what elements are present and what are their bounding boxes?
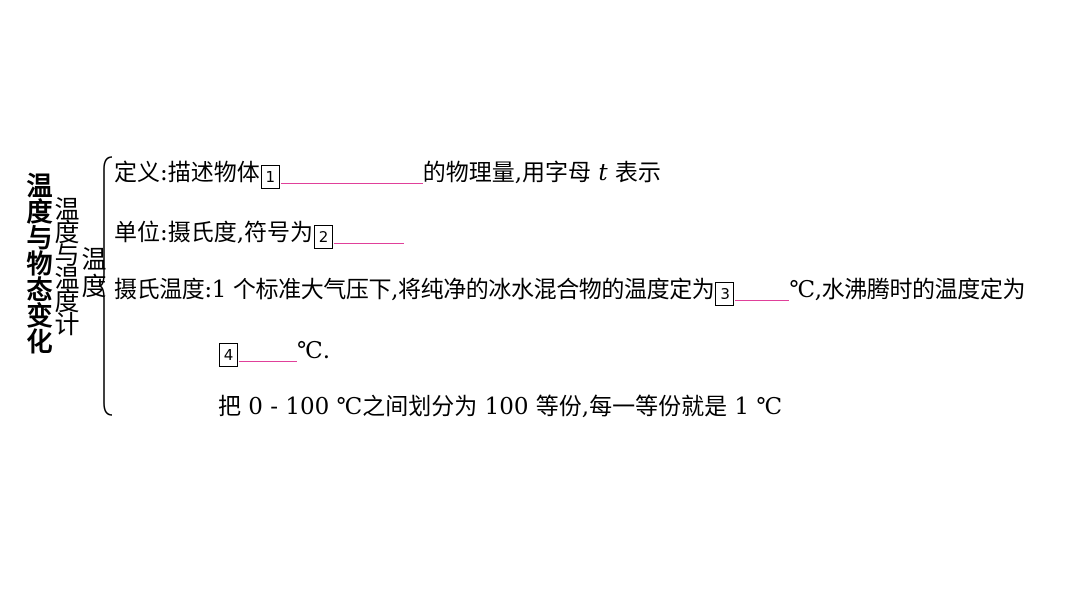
unit-lead: 单位:摄氏度,符号为: [114, 220, 314, 246]
definition-lead: 定义:描述物体: [114, 160, 260, 186]
celsius-mid: ℃,水沸腾时的温度定为: [789, 277, 1026, 303]
answer-box-3: 3: [715, 282, 735, 306]
definition-after: 的物理量,用字母: [422, 160, 599, 186]
division-line: 把 0 - 100 ℃之间划分为 100 等份,每一等份就是 1 ℃: [218, 394, 783, 420]
subtopic-label: 温度与温度计: [51, 196, 80, 334]
celsius-lead: 摄氏温度:1 个标准大气压下,将纯净的冰水混合物的温度定为: [114, 277, 715, 303]
main-topic-label: 温度与物态变化: [22, 172, 52, 354]
blank-1[interactable]: [280, 159, 423, 184]
definition-tail: 表示: [607, 160, 661, 186]
answer-box-4: 4: [219, 343, 238, 367]
answer-box-2: 2: [314, 225, 334, 249]
celsius-cont-tail: ℃.: [297, 338, 331, 364]
curly-brace: [98, 156, 113, 416]
variable-t: t: [598, 160, 608, 186]
blank-3[interactable]: [735, 276, 790, 301]
section-label: 温度: [78, 246, 107, 300]
blank-2[interactable]: [334, 219, 405, 244]
answer-box-1: 1: [260, 165, 280, 189]
celsius-continuation-line: 4 ℃.: [218, 336, 330, 367]
blank-4[interactable]: [239, 337, 297, 362]
